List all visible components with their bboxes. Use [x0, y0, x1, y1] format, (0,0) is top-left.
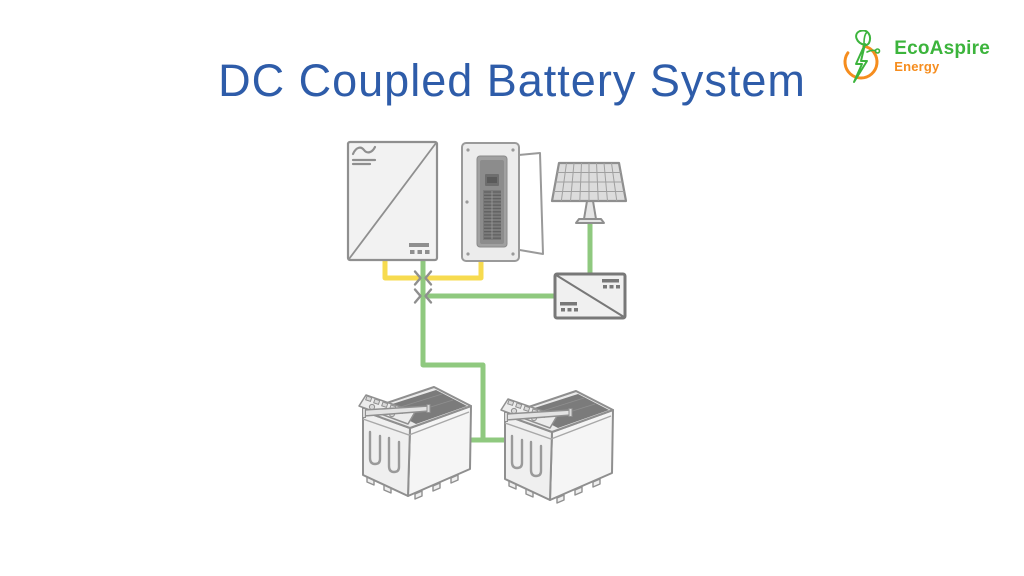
sine-wave-icon	[351, 145, 377, 156]
page-title: DC Coupled Battery System	[218, 55, 806, 106]
wire-junction-marker-ac	[413, 270, 433, 286]
logo-tagline: Energy	[894, 59, 940, 75]
controller-vent-icon	[560, 279, 620, 312]
logo-text: EcoAspire Energy	[894, 39, 990, 75]
logo: EcoAspire Energy	[841, 30, 990, 84]
ac-wire-inverter-to-panel	[382, 250, 484, 281]
charge-controller-illustration	[553, 272, 627, 320]
leaf-lightning-icon	[843, 30, 881, 83]
breaker-panel-illustration	[461, 142, 544, 262]
battery-2-illustration	[499, 389, 615, 505]
inverter-illustration	[346, 140, 439, 262]
inverter-vent-icon	[409, 243, 430, 254]
wire-junction-marker-dc	[413, 288, 433, 304]
solar-stand	[583, 200, 597, 220]
battery-1-illustration	[357, 385, 473, 501]
dc-wire-inverter-to-batteries	[420, 250, 486, 440]
logo-name: EcoAspire	[894, 38, 990, 60]
solar-panel-illustration	[550, 161, 628, 224]
